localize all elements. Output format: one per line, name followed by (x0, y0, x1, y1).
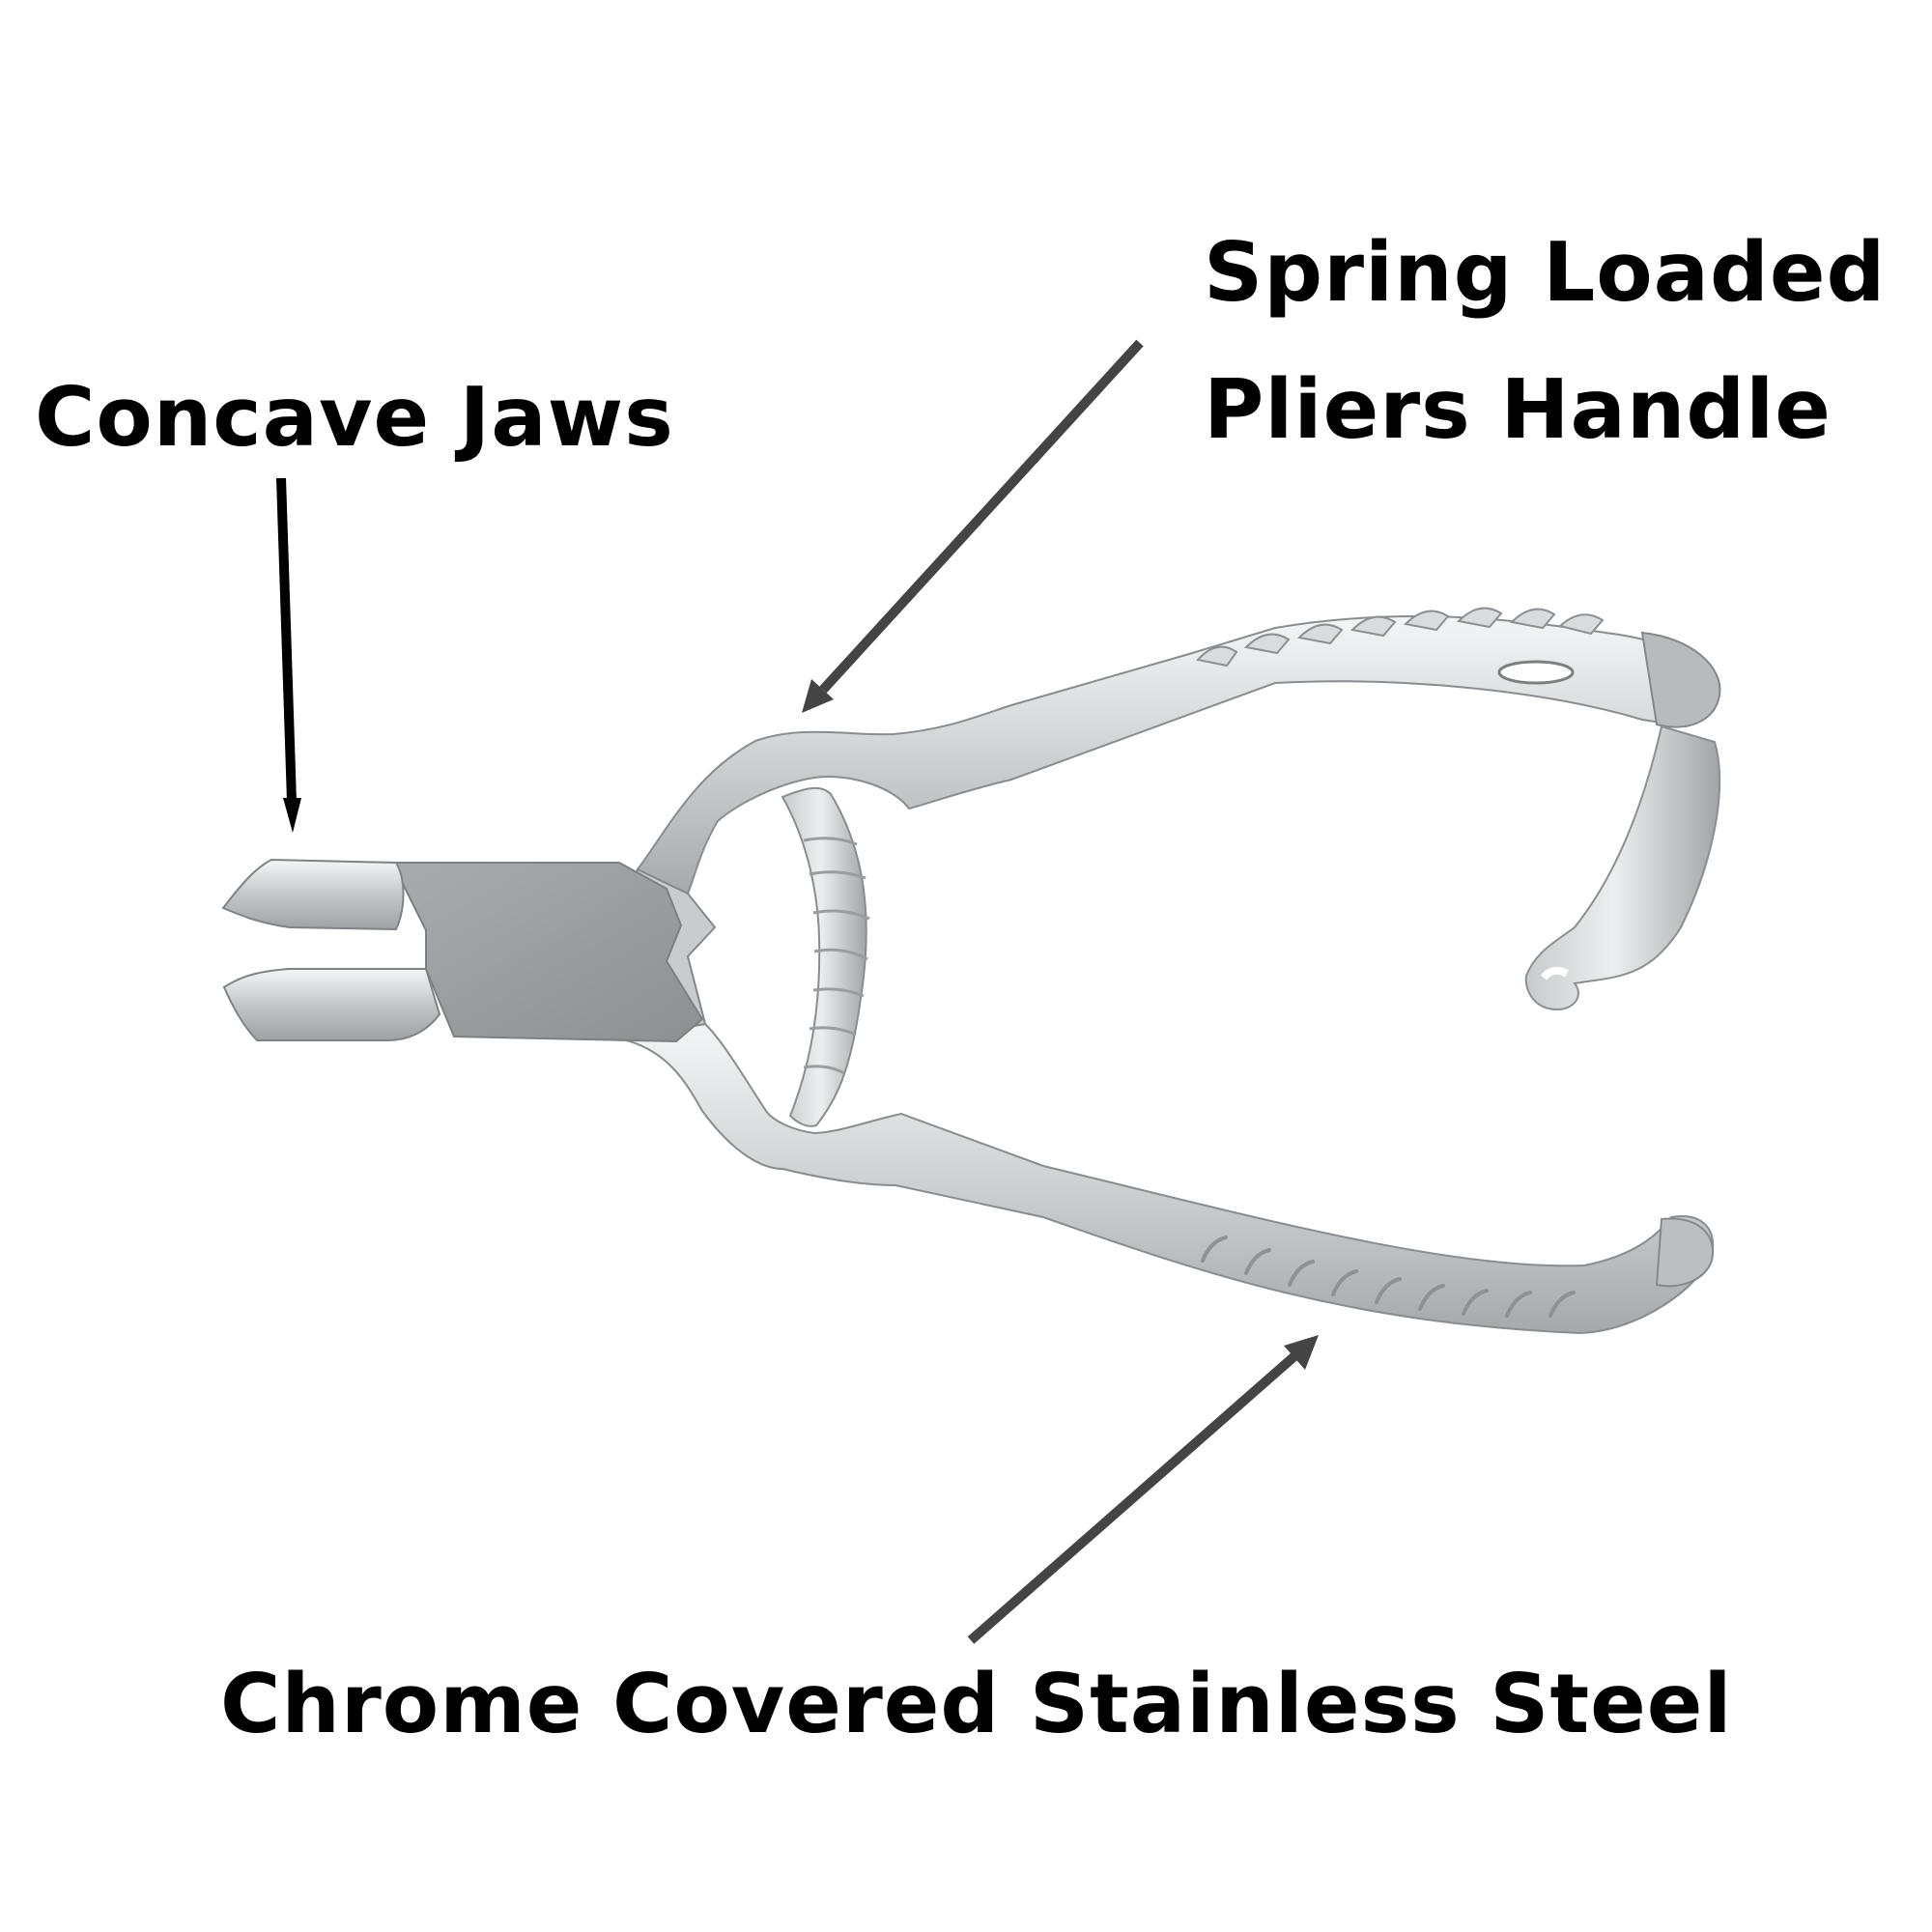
arrow-material (967, 1352, 1298, 1644)
upper-handle (636, 607, 1721, 895)
pivot-body (390, 862, 717, 1043)
leaf-spring (1524, 724, 1721, 1011)
arrowhead-down-icon (283, 798, 301, 833)
concave-jaws (221, 858, 441, 1041)
lower-handle (617, 1022, 1715, 1335)
arrowhead-down-left-icon (802, 679, 834, 713)
arrow-jaws (276, 477, 297, 803)
label-pliers-handle: Pliers Handle (1204, 362, 1832, 458)
label-concave-jaws: Concave Jaws (35, 370, 674, 466)
callout-arrows (276, 339, 1319, 1644)
arrow-handle (819, 339, 1144, 694)
label-chrome-stainless-steel: Chrome Covered Stainless Steel (220, 1657, 1733, 1752)
label-spring-loaded: Spring Loaded (1204, 225, 1887, 321)
coil-spring (781, 786, 870, 1127)
arrowhead-up-right-icon (1284, 1335, 1319, 1370)
